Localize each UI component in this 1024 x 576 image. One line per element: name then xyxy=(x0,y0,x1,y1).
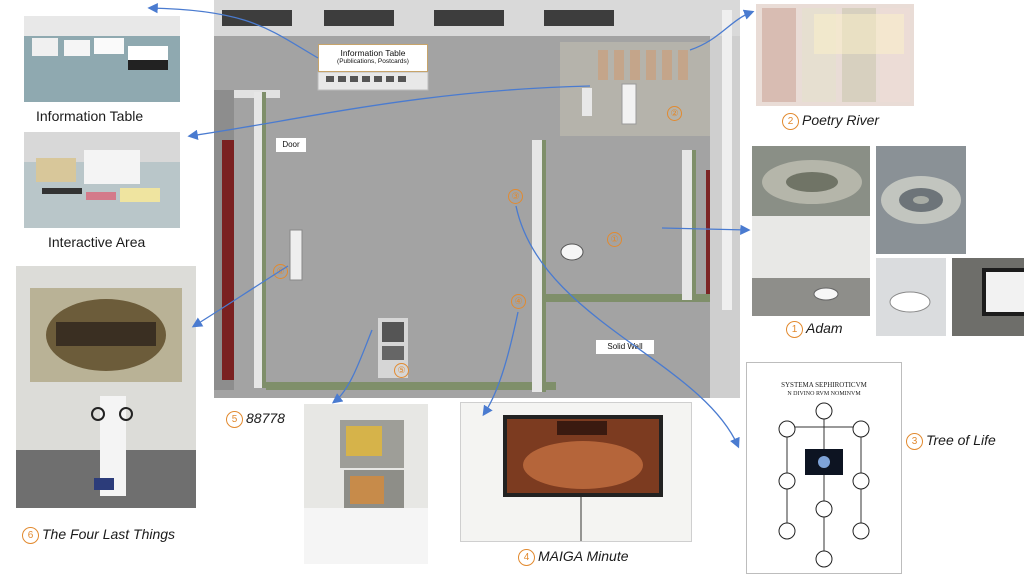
adam-device-image xyxy=(876,258,946,336)
marker-6: ⑥ xyxy=(273,264,288,279)
marker-5: ⑤ xyxy=(394,363,409,378)
n88778-photo xyxy=(304,404,428,564)
door-label: Door xyxy=(276,138,306,152)
tree-of-life-diagram xyxy=(778,402,870,568)
maiga-minute-number: 4 xyxy=(518,549,535,566)
marker-3: ③ xyxy=(508,189,523,204)
poetry-river-photo xyxy=(756,4,914,106)
interactive-area-image xyxy=(24,132,180,228)
floor-plan-drawing xyxy=(214,0,740,398)
floor-plan xyxy=(214,0,740,398)
info-table-label-title: Information Table xyxy=(340,48,406,58)
maiga-minute-photo xyxy=(460,402,692,542)
info-table-label: Information Table (Publications, Postcar… xyxy=(318,44,428,72)
solid-wall-label: Solid Wall xyxy=(596,340,654,354)
marker-1: ① xyxy=(607,232,622,247)
adam-photo-top-right xyxy=(876,146,966,254)
maiga-minute-title: MAIGA Minute xyxy=(538,548,629,564)
adam-main-image xyxy=(752,146,870,316)
information-table-photo xyxy=(24,16,180,102)
tree-of-life-document: SYSTEMA SEPHIROTICVM N DIVINO RVM NOMINV… xyxy=(746,362,902,574)
poetry-river-title: Poetry River xyxy=(802,112,880,128)
information-table-image xyxy=(24,16,180,102)
marker-4: ④ xyxy=(511,294,526,309)
poetry-river-number: 2 xyxy=(782,113,799,130)
adam-title: Adam xyxy=(806,320,843,336)
four-last-things-number: 6 xyxy=(22,527,39,544)
adam-ripple-image xyxy=(876,146,966,254)
adam-laptop-image xyxy=(952,258,1024,336)
four-last-things-image xyxy=(16,266,196,508)
adam-photo-bottom-mid xyxy=(876,258,946,336)
n88778-number: 5 xyxy=(226,411,243,428)
poetry-river-image xyxy=(756,4,914,106)
tree-of-life-sub: N DIVINO RVM NOMINVM xyxy=(787,391,861,397)
n88778-image xyxy=(304,404,428,564)
interactive-area-photo xyxy=(24,132,180,228)
n88778-title: 88778 xyxy=(246,410,285,426)
tree-of-life-number: 3 xyxy=(906,433,923,450)
adam-photo-bottom-right xyxy=(952,258,1024,336)
maiga-minute-image xyxy=(461,403,691,541)
adam-number: 1 xyxy=(786,321,803,338)
marker-2: ② xyxy=(667,106,682,121)
four-last-things-title: The Four Last Things xyxy=(42,526,176,542)
information-table-caption: Information Table xyxy=(36,108,144,124)
tree-of-life-header: SYSTEMA SEPHIROTICVM xyxy=(781,381,867,389)
info-table-label-sub: (Publications, Postcards) xyxy=(337,58,409,65)
adam-photo-main xyxy=(752,146,870,316)
interactive-area-caption: Interactive Area xyxy=(48,234,146,250)
four-last-things-photo xyxy=(16,266,196,508)
tree-of-life-title: Tree of Life xyxy=(926,432,996,448)
